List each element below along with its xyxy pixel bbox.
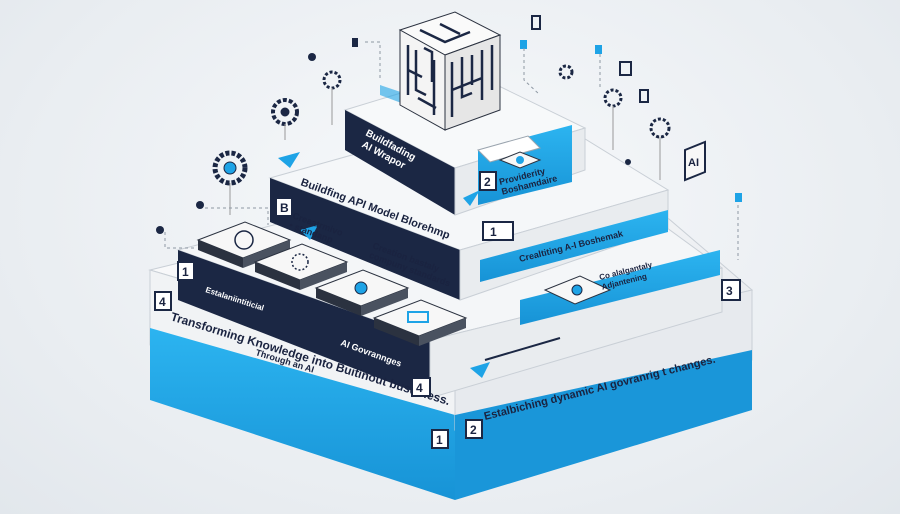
gear-icon-right-3 (558, 64, 574, 80)
tile-top-chip (498, 151, 542, 169)
maze-cube (380, 11, 502, 131)
badge-3-right: 3 (721, 279, 741, 301)
gear-icon-left-2 (212, 150, 248, 215)
doc-icon (639, 89, 649, 103)
chip-icon (516, 156, 524, 164)
circuit-icon (407, 311, 429, 323)
gear-icon-right-1 (603, 88, 623, 150)
gear-icon-top-1 (322, 70, 342, 125)
dot-icon (308, 53, 316, 61)
svg-text:1: 1 (490, 225, 497, 239)
globe-icon (234, 230, 254, 250)
gear-icon-right-2 (649, 117, 671, 180)
ai-badge: AI (684, 140, 706, 182)
svg-text:B: B (280, 201, 289, 215)
network-icon (291, 253, 309, 271)
shield-icon-3 (735, 193, 742, 202)
icon-tile-network (253, 243, 349, 290)
arrow-icon-1 (278, 152, 300, 168)
icon-tile-gear (314, 269, 410, 316)
shield-icon-2 (595, 45, 602, 54)
shield-icon (520, 40, 527, 49)
page-icon (619, 61, 632, 76)
badge-1-mid: 1 (177, 261, 195, 281)
battery-icon (531, 15, 541, 30)
gear-icon (354, 281, 368, 295)
icon-tile-globe (196, 221, 292, 268)
arrows (278, 152, 561, 378)
ai-badge-text: AI (688, 157, 699, 169)
svg-text:3: 3 (726, 284, 733, 298)
number-badges: 2 1 B 1 4 4 3 1 (154, 171, 741, 449)
icon-tile-circuit (372, 299, 468, 346)
arrow-icon-3 (463, 190, 480, 206)
badge-4-bottom: 4 (411, 377, 431, 397)
gear-icon-left-1 (271, 98, 299, 140)
svg-text:4: 4 (159, 295, 166, 309)
arrow-line (484, 337, 561, 361)
svg-text:4: 4 (416, 381, 423, 395)
arrow-icon-4 (470, 362, 490, 378)
dot-icon-left-2 (196, 201, 204, 209)
svg-text:1: 1 (436, 433, 443, 447)
badge-2-top: 2 (479, 171, 497, 191)
badge-b: B (275, 197, 293, 217)
svg-text:2: 2 (484, 175, 491, 189)
arrow-icon-2 (300, 225, 318, 240)
svg-text:1: 1 (182, 265, 189, 279)
cog-icon (571, 284, 583, 296)
dot-icon-right (625, 159, 631, 165)
badge-1-front: 1 (431, 429, 449, 449)
badge-4-mid: 4 (154, 291, 172, 311)
svg-text:2: 2 (470, 423, 477, 437)
lock-icon (352, 38, 358, 47)
floating-icons (156, 15, 742, 260)
dot-icon-left (156, 226, 164, 234)
badge-2-front: 2 (465, 419, 483, 439)
tile-right-gear (543, 275, 612, 305)
badge-1-top: 1 (482, 221, 514, 241)
